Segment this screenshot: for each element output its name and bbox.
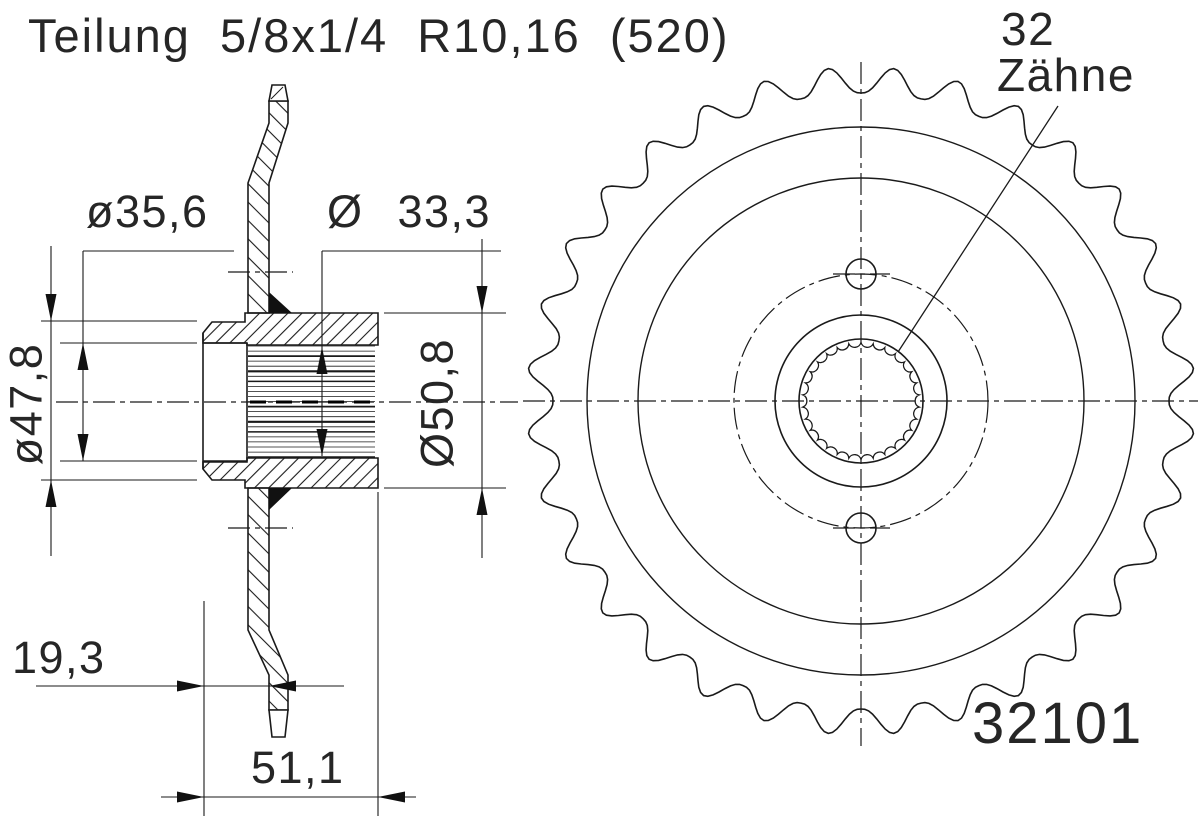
bolt-hole-top <box>845 258 877 290</box>
drawing-title: Teilung 5/8x1/4 R10,16 (520) <box>28 9 730 62</box>
plate-circle <box>637 177 1085 625</box>
plate-top-tip <box>268 84 289 102</box>
pitch-circle <box>586 126 1136 676</box>
bolt-hole-bottom <box>845 512 877 544</box>
side-view <box>202 84 379 738</box>
dim-counterbore: ø35,6 <box>86 186 209 237</box>
weld-fillet-bottom <box>269 488 292 510</box>
dim-hub-offset: 19,3 <box>12 632 106 683</box>
dim-hub-width: 51,1 <box>251 742 345 793</box>
hub-bottom-wall <box>202 457 379 489</box>
plate-top-tip-chamfer <box>270 86 284 100</box>
dim-hub-od: Ø50,8 <box>411 337 463 469</box>
dimension-arrowheads <box>45 286 488 803</box>
dim-hub-face: ø47,8 <box>0 342 52 466</box>
teeth-leader-line <box>897 105 1059 353</box>
dim-spline-bore: Ø 33,3 <box>327 186 492 237</box>
hub-top-wall <box>202 312 379 346</box>
plate-upper-section <box>247 100 289 314</box>
plate-lower-section <box>247 487 289 711</box>
center-lines <box>56 62 1198 746</box>
front-view <box>527 67 1195 735</box>
plate-bottom-tip <box>268 709 289 738</box>
weld-fillet-top <box>269 292 292 313</box>
teeth-count-label: 32 <box>1001 3 1056 55</box>
part-number: 32101 <box>972 691 1144 756</box>
spline-scalloped-bore <box>800 340 922 462</box>
sprocket-teeth-outline <box>527 67 1195 735</box>
spline-outer-circle <box>798 338 924 464</box>
hub-circle <box>774 314 948 488</box>
teeth-word-label: Zähne <box>997 49 1135 101</box>
bolt-circle <box>733 273 989 529</box>
spline-bore-lines <box>248 345 375 458</box>
